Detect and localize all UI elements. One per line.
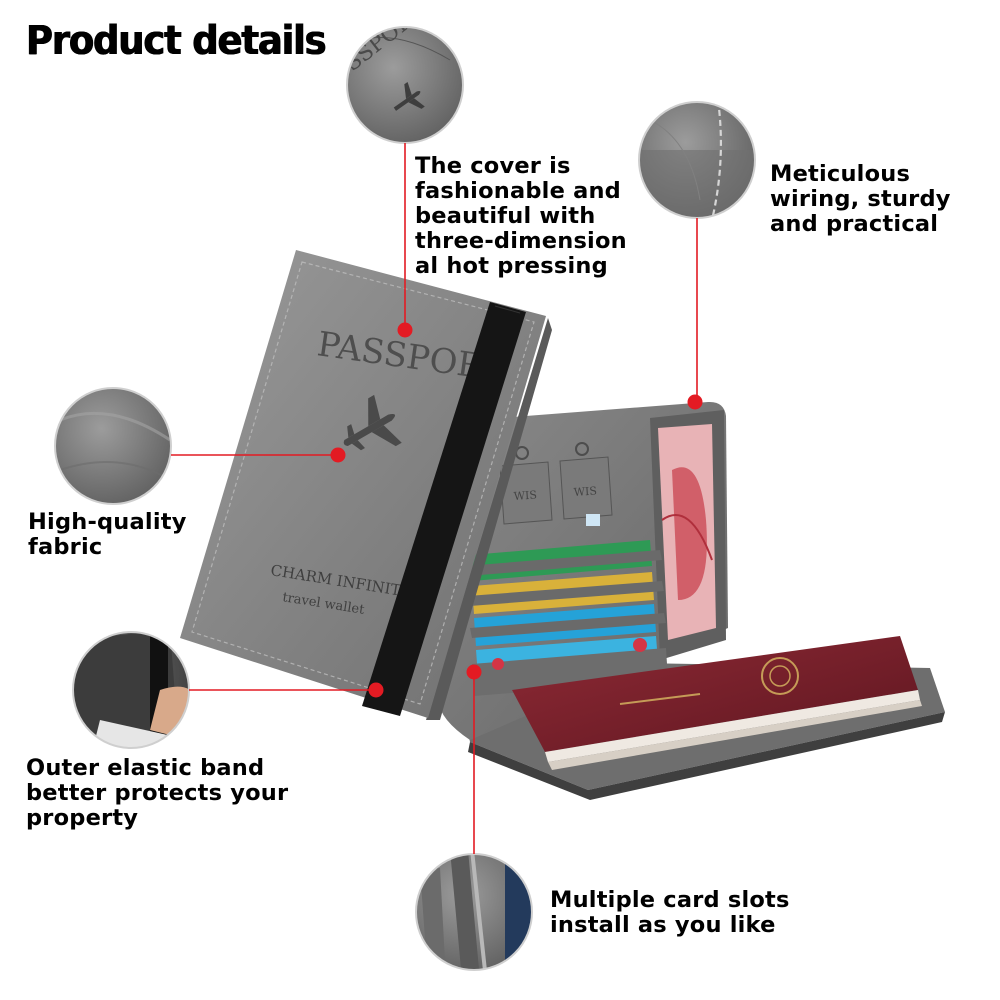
airplane-icon	[343, 394, 402, 451]
callout-band: Outer elastic band better protects your …	[26, 756, 288, 831]
zoom-embossing: SSPORT	[346, 26, 464, 144]
callout-cover-line: The cover is	[415, 153, 571, 179]
callout-slots-line: install as you like	[550, 912, 776, 938]
banknote	[658, 424, 716, 640]
callout-cover: The cover is fashionable and beautiful w…	[415, 154, 627, 279]
callout-fabric-line: High-quality	[28, 509, 187, 535]
marker-wiring	[687, 394, 703, 410]
sim-card-holder: WIS WIS	[499, 442, 613, 526]
callout-band-line: better protects your	[26, 780, 289, 806]
callout-markers	[171, 143, 703, 854]
marker-band	[368, 682, 384, 698]
callout-cover-line: three-dimension	[415, 228, 627, 254]
callout-band-line: Outer elastic band	[26, 755, 265, 781]
callout-slots: Multiple card slots install as you like	[550, 888, 790, 938]
sim-label-right: WIS	[573, 484, 597, 499]
callout-cover-line: beautiful with	[415, 203, 596, 229]
zoom-fabric	[54, 387, 172, 505]
passport-book	[512, 636, 922, 770]
callout-slots-line: Multiple card slots	[550, 887, 790, 913]
marker-cover	[397, 322, 413, 338]
zoom-airplane-icon	[393, 81, 425, 111]
sim-label-left: WIS	[513, 488, 537, 503]
page-title: Product details	[26, 18, 327, 64]
callout-band-line: property	[26, 805, 139, 831]
elastic-band	[362, 302, 526, 716]
callout-wiring-line: wiring, sturdy	[770, 186, 951, 212]
callout-fabric: High-quality fabric	[28, 510, 187, 560]
open-wallet: WIS WIS	[432, 401, 945, 800]
marker-fabric	[330, 447, 346, 463]
callout-wiring-line: and practical	[770, 211, 939, 237]
zoom-elastic-band	[72, 631, 190, 749]
callout-wiring: Meticulous wiring, sturdy and practical	[770, 162, 951, 237]
wallet-cover	[180, 250, 546, 718]
closed-wallet: PASSPOR CHARM INFINITE travel wallet	[180, 250, 552, 720]
callout-cover-line: al hot pressing	[415, 253, 608, 279]
callout-fabric-line: fabric	[28, 534, 103, 560]
marker-slots	[466, 664, 482, 680]
zoom-card-slots	[415, 853, 533, 971]
zoom-stitching	[638, 101, 756, 219]
callout-cover-line: fashionable and	[415, 178, 621, 204]
callout-wiring-line: Meticulous	[770, 161, 911, 187]
